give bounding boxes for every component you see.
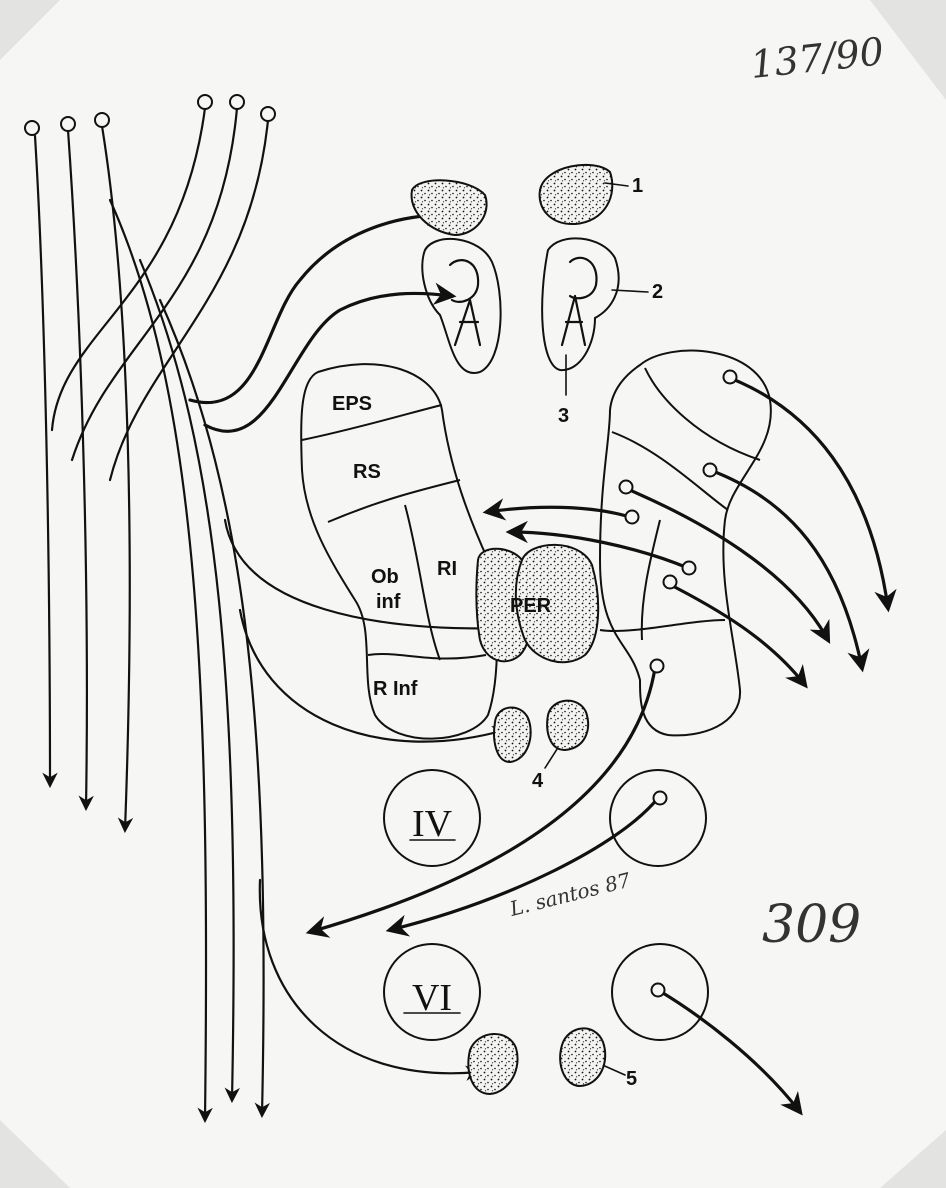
nucleus-2-glyph <box>562 258 597 345</box>
signature: L. santos 87 <box>506 868 633 921</box>
nucleus-left-1 <box>412 180 487 235</box>
reticular-column-right <box>600 351 771 736</box>
projection-origin-circles <box>620 371 737 997</box>
page-number: 309 <box>762 895 861 955</box>
left-projections <box>190 215 512 1073</box>
legend-number-5: 5 <box>626 1068 637 1090</box>
nuclei-4 <box>494 701 588 762</box>
label-ri: RI <box>437 558 457 580</box>
catalog-number: 137/90 <box>748 29 886 87</box>
nuclei-5 <box>468 1028 605 1094</box>
nucleus-left-glyph <box>450 260 480 345</box>
label-rinf: R Inf <box>373 678 418 700</box>
label-inf: inf <box>376 591 401 613</box>
label-rs: RS <box>353 461 381 483</box>
fiber-origin-circles <box>25 95 275 135</box>
label-ob: Ob <box>371 566 399 588</box>
nucleus-1 <box>540 165 613 224</box>
descending-fiber-bundle <box>35 108 268 1120</box>
label-roman-iv: IV <box>412 803 453 845</box>
legend-number-2: 2 <box>652 281 663 303</box>
legend-number-3: 3 <box>558 405 569 427</box>
legend-number-4: 4 <box>532 770 544 792</box>
label-per: PER <box>510 595 552 617</box>
top-nuclei <box>412 165 619 373</box>
label-eps: EPS <box>332 393 372 415</box>
legend-number-1: 1 <box>632 175 643 197</box>
label-roman-vi: VI <box>412 977 452 1019</box>
